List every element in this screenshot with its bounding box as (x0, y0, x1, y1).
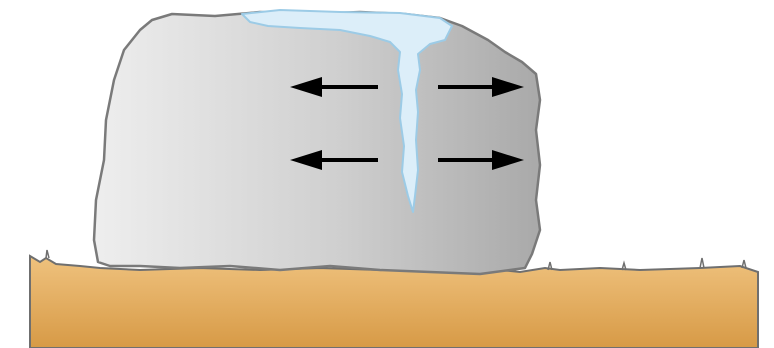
rock-boulder (94, 12, 540, 274)
